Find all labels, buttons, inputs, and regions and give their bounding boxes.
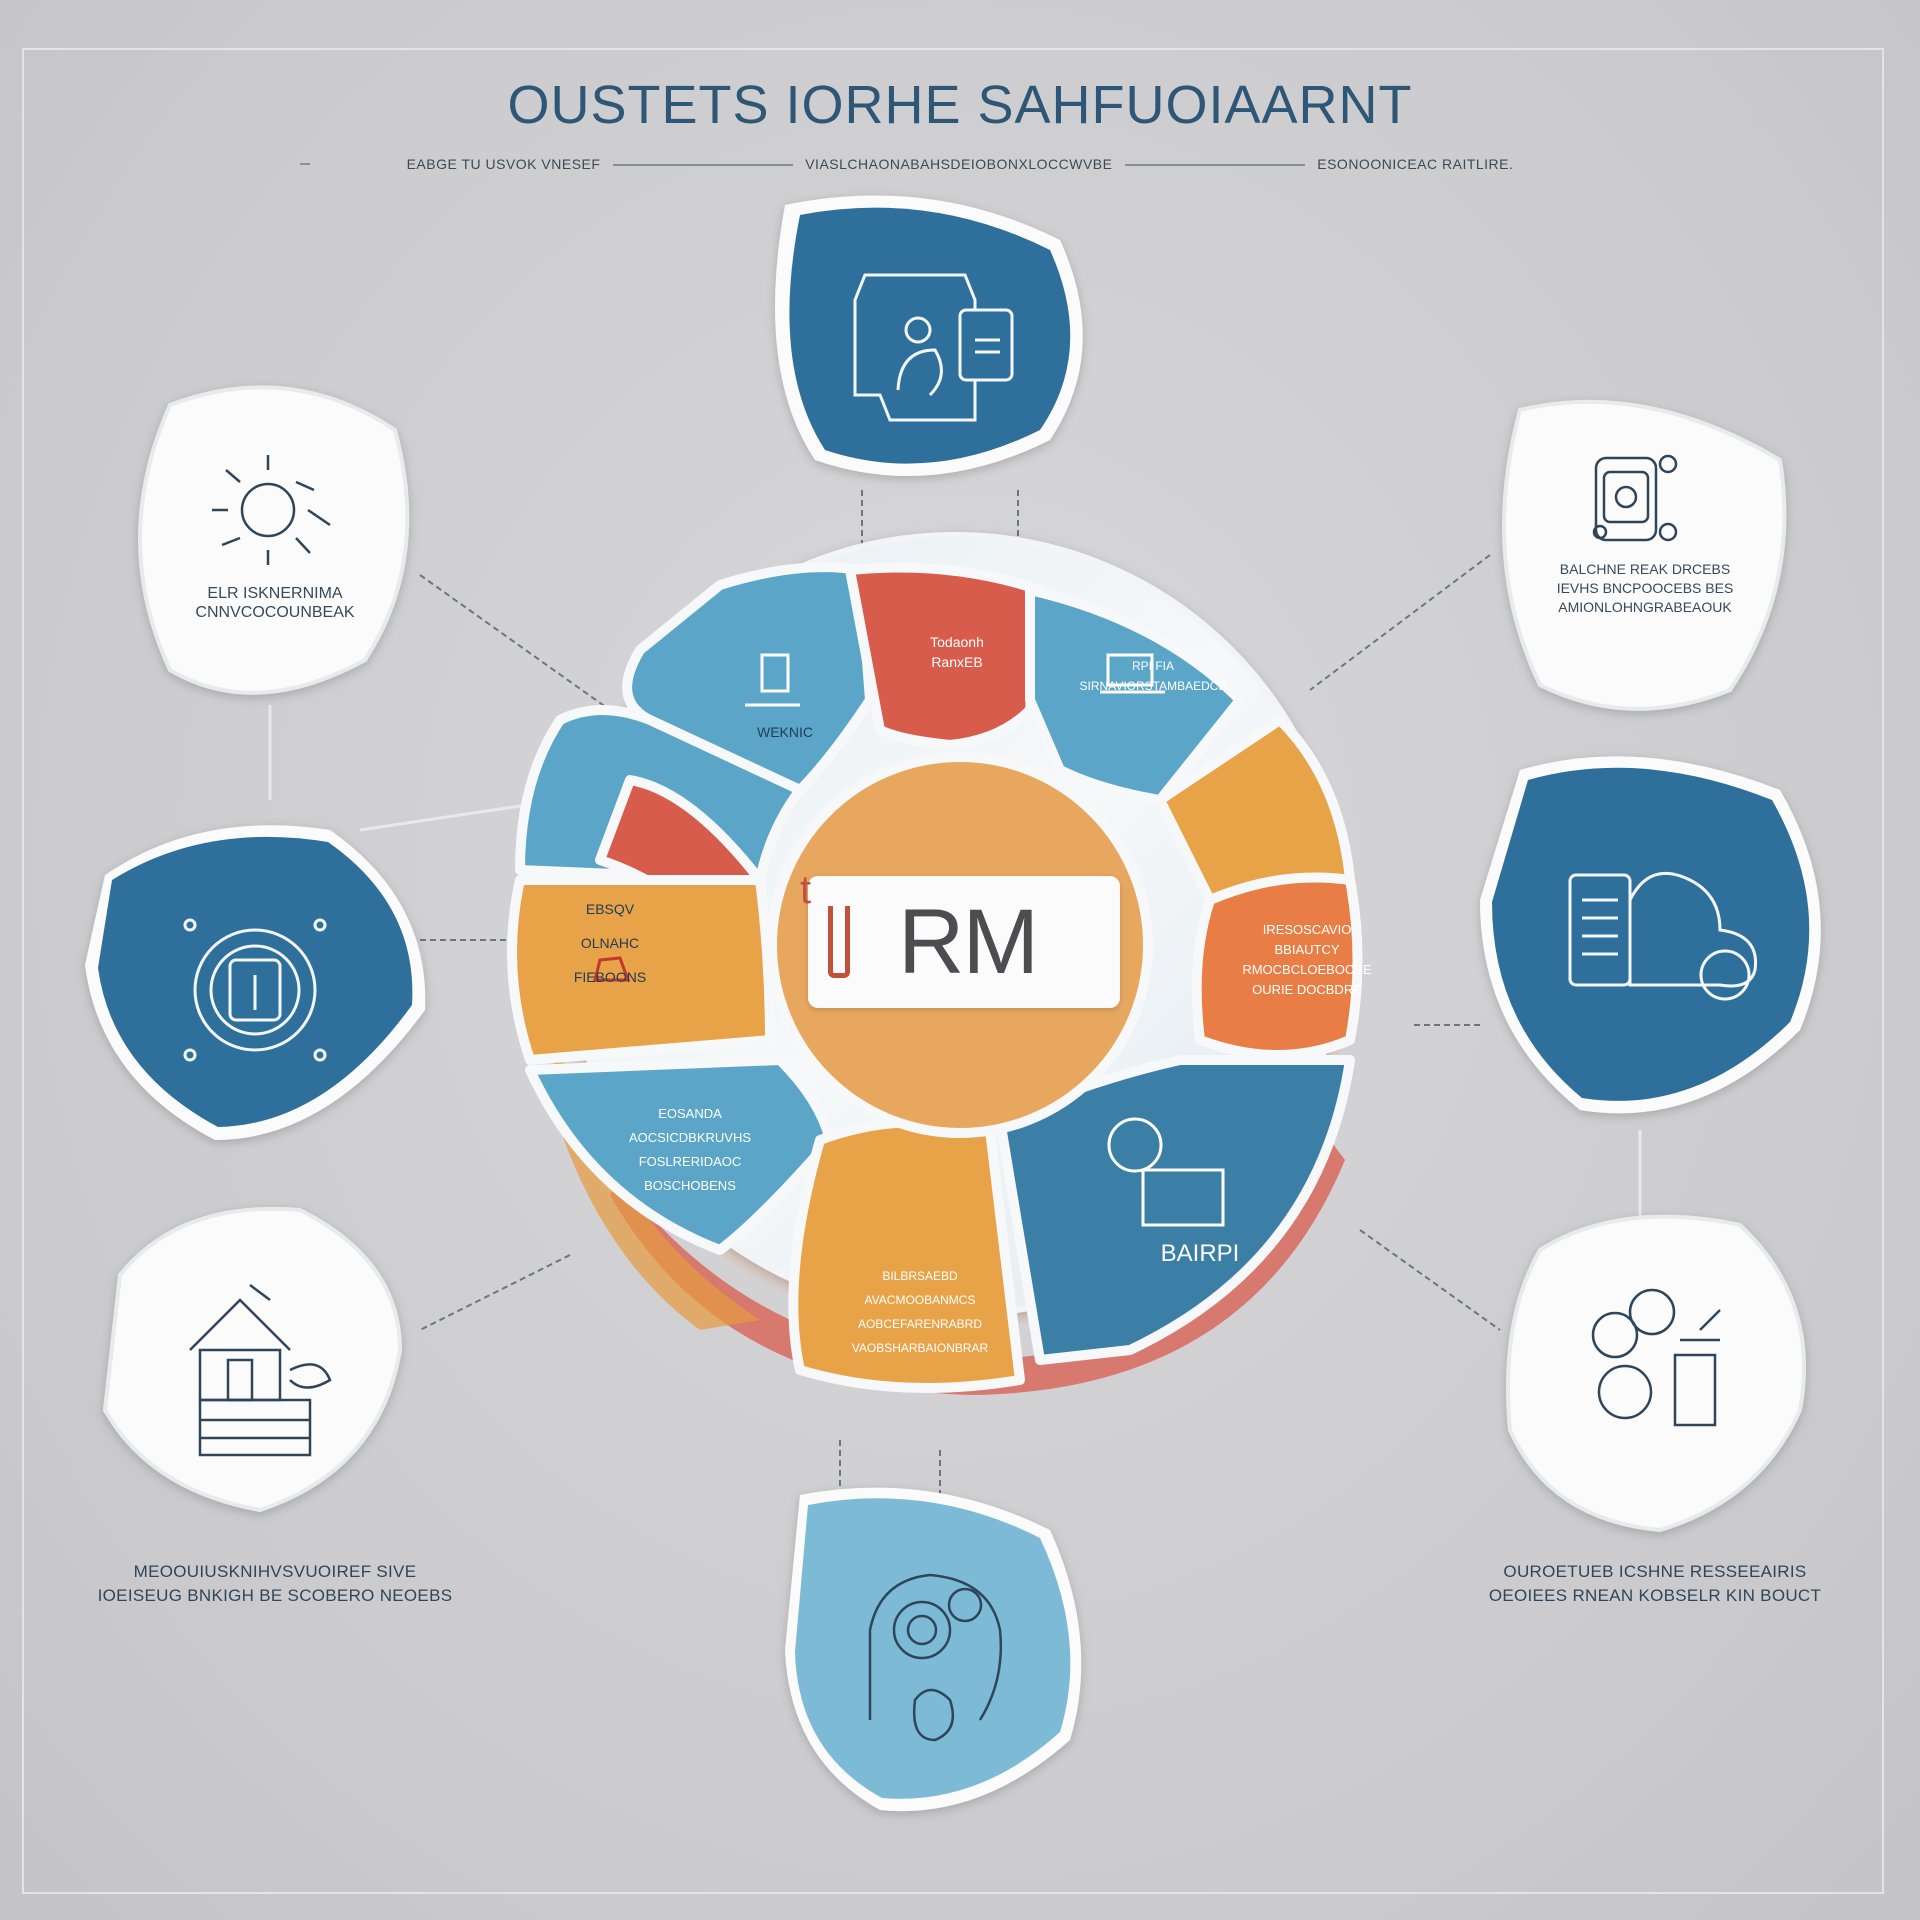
- document-cloud-icon: [1568, 871, 1758, 1001]
- person-device-icon: [853, 273, 1014, 422]
- bag-icon: [593, 956, 631, 982]
- people-box-icon: [1591, 1288, 1721, 1427]
- segment-top-right-text: RPI FIA SIRNAVIORSTAMBAEDCB: [1079, 659, 1227, 693]
- monitor-icon: [760, 653, 790, 693]
- caption-bottom-right: OUROETUEB ICSHNE RESSEEAIRIS OEOIEES RNE…: [1488, 1562, 1822, 1605]
- bulb-icon: [1107, 1117, 1163, 1173]
- subtitle-rule: [612, 164, 793, 167]
- node-top-left-text: ELR ISKNERNIMA CNNVCOCOUNBEAK: [195, 585, 355, 621]
- node-right[interactable]: [1480, 756, 1821, 1114]
- connector-top-right: [1309, 554, 1491, 691]
- segment-left-text: EBSQV OLNAHC FIEBOONS: [573, 901, 647, 985]
- node-top[interactable]: [775, 195, 1083, 477]
- segment-left: [507, 875, 775, 1065]
- crm-label: RM: [898, 891, 1039, 993]
- phone-icon: [1592, 454, 1678, 542]
- page-title: OUSTETS IORHE SAHFUOIAARNT: [507, 75, 1413, 135]
- crm-accent-letter: t: [800, 868, 812, 912]
- house-plant-icon: [189, 1284, 332, 1457]
- segment-top: [845, 562, 1045, 750]
- node-left[interactable]: [85, 825, 426, 1140]
- sun-bug-icon: [212, 455, 331, 565]
- laptop-icon: [1106, 653, 1154, 687]
- subtitle-left: EABGE TU USVOK VNESEF: [406, 156, 601, 172]
- segment-right: [1191, 872, 1363, 1060]
- page-frame: [22, 48, 1884, 1894]
- segment-bottom-left-text: EOSANDA AOCSICDBKRUVHS FOSLRERIDAOC BOSC…: [628, 1106, 752, 1193]
- subtitle: EABGE TU USVOK VNESEF VIASLCHAONABAHSDEI…: [300, 156, 1620, 172]
- segment-bottom-right: [995, 1055, 1355, 1365]
- segments: [507, 562, 1363, 1393]
- caption-bottom-left: MEOOUIUSKNIHVSVUOIREF SIVE IOEISEUG BNKI…: [97, 1562, 453, 1605]
- subtitle-rule: [1124, 164, 1305, 167]
- subtitle-right: ESONOONICEAC RAITLIRE.: [1317, 156, 1514, 172]
- cup-icon: [828, 906, 850, 978]
- store-icon: [1141, 1168, 1225, 1227]
- segment-right-text: IRESOSCAVIO BBIAUTCY RMOCBCLOEBOCSE OURI…: [1242, 922, 1372, 997]
- subtitle-middle: VIASLCHAONABAHSDEIOBONXLOCCWVBE: [805, 156, 1113, 172]
- connector-top-left: [419, 574, 611, 711]
- subtitle-rule-left: [300, 163, 310, 165]
- segment-right-upper: [1155, 715, 1355, 905]
- node-top-left[interactable]: [138, 385, 410, 695]
- target-badge-icon: [183, 918, 327, 1062]
- segment-bottom-text: BILBRSAEBD AVACMOOBANMCS AOBCEFARENRABRD…: [851, 1269, 989, 1355]
- node-top-right-text: BALCHNE REAK DRCEBS IEVHS BNCPOOCEBS BES…: [1556, 561, 1734, 615]
- segment-top-right: [1025, 585, 1245, 805]
- segment-icons: [593, 653, 1225, 1227]
- segment-bottom-left: [525, 1055, 835, 1255]
- node-bottom-right[interactable]: [1506, 1214, 1806, 1533]
- connector-bottom-left: [419, 1254, 571, 1331]
- crm-label-card: [808, 876, 1120, 1008]
- node-bottom-left[interactable]: [102, 1206, 403, 1513]
- head-gear-icon: [868, 1573, 1003, 1742]
- connector-bottom-right: [1359, 1229, 1501, 1331]
- segment-top-text: Todaonh RanxEB: [930, 634, 984, 670]
- segment-top-left-text: WEKNIC: [757, 724, 813, 740]
- node-bottom[interactable]: [785, 1487, 1082, 1812]
- node-top-right[interactable]: [1502, 399, 1787, 711]
- segment-bottom-right-text: BAIRPI: [1160, 1240, 1240, 1267]
